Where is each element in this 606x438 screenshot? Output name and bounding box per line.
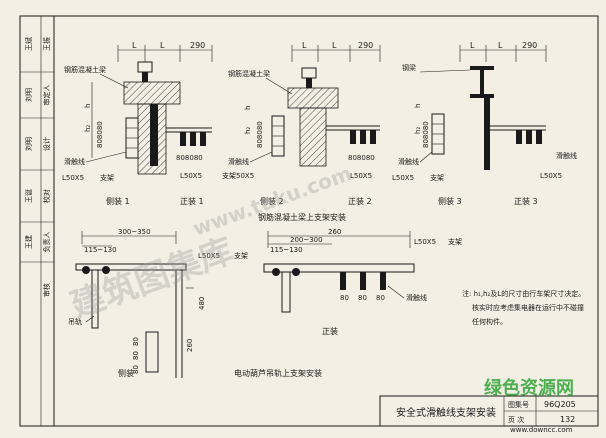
- dim-808080-3: 808080: [422, 121, 430, 148]
- watermark-site-url: www.downcc.com: [510, 426, 573, 434]
- dim-h-2: h: [244, 106, 252, 110]
- note-line-3: 任何构件。: [472, 317, 507, 326]
- label-angle-3b: L50X5: [540, 172, 562, 180]
- label-bracket-3: 支架: [430, 173, 444, 182]
- dim-80-left-a: 80: [132, 337, 140, 346]
- label-bracket-mid: 支架: [448, 237, 462, 246]
- label-angle-2: L50X5: [350, 172, 372, 180]
- label-wire-mid: 滑触线: [406, 293, 427, 302]
- atlas-number: 96Q205: [544, 400, 576, 409]
- figure-side-1: L L 290 h h₂ 808080 钢筋混凝土梁 滑触线 L50X5 支架 …: [62, 41, 213, 206]
- note-line-2: 核实时应考虑集电器在运行中不碰撞: [472, 303, 584, 312]
- figure-side-3: L L 290 h h₂ 808080 钢梁 滑触线 L50X5 支架 滑触线 …: [392, 41, 577, 206]
- label-wire-3: 滑触线: [398, 157, 419, 166]
- sidebar-sig-2: 刘明: [24, 88, 33, 102]
- sidebar-sig-1: 王斌: [24, 37, 33, 51]
- sidebar-role-5: 负责人: [42, 232, 51, 253]
- label-angle-3: L50X5: [392, 174, 414, 182]
- label-bracket-left: 支架: [234, 251, 248, 260]
- label-rail-left: 吊轨: [68, 317, 82, 326]
- label-angle-left: L50X5: [198, 252, 220, 260]
- dim-200-300: 200~300: [290, 236, 323, 244]
- dim-290-2: 290: [358, 41, 373, 50]
- figure-hoist-side: 300~350 115~130 L50X5 支架 吊轨 480 80 80 80…: [68, 228, 322, 378]
- caption-side-3: 侧装 3: [438, 196, 462, 206]
- dim-808080-2: 808080: [256, 121, 264, 148]
- page-number: 132: [560, 415, 575, 424]
- label-bracket-1: 支架: [100, 173, 114, 182]
- notes: 注: h₁,h₂及L的尺寸由行车架尺寸决定。 核实时应考虑集电器在运行中不碰撞 …: [462, 289, 585, 326]
- dim-L-3b: L: [498, 41, 503, 50]
- sidebar-role-1: 王振: [42, 37, 51, 51]
- label-wire-3b: 滑触线: [556, 151, 577, 160]
- dim-80-left-c: 80: [132, 365, 140, 374]
- label-angle-1: L50X5: [62, 174, 84, 182]
- label-angle-1b: L50X5: [180, 172, 202, 180]
- subtitle-concrete-beam: 钢筋混凝土梁上支架安装: [258, 212, 346, 222]
- label-bracket-angle-2: 支架50X5: [222, 171, 254, 180]
- dim-480: 480: [198, 297, 206, 310]
- title-block: 安全式滑触线支架安装 图集号 96Q205 页 次 132: [379, 395, 599, 427]
- dim-290-1: 290: [190, 41, 205, 50]
- caption-side-1: 侧装 1: [106, 196, 130, 206]
- figure-hoist-front: 260 200~300 115~130 L50X5 支架 滑触线 80 80 8…: [263, 228, 462, 336]
- caption-front-2: 正装 2: [348, 196, 372, 206]
- signature-sidebar: 王斌 王振 刘明 审定人 刘明 设计 王诞 校对 王建 负责人 审核: [19, 15, 55, 427]
- dim-h2-1: h₂: [84, 125, 92, 132]
- dim-80-mid-c: 80: [376, 294, 385, 302]
- label-beam-3: 钢梁: [402, 63, 416, 72]
- dim-80-left-b: 80: [132, 351, 140, 360]
- sidebar-role-4: 校对: [42, 189, 51, 203]
- dim-115-130-left: 115~130: [84, 246, 117, 254]
- sidebar-role-2: 审定人: [42, 85, 51, 106]
- label-8080-2: 808080: [348, 154, 375, 162]
- atlas-label: 图集号: [508, 400, 529, 409]
- dim-L-2b: L: [332, 41, 337, 50]
- dim-L-1b: L: [160, 41, 165, 50]
- dim-h2-2: h₂: [244, 127, 252, 134]
- label-angle-mid: L50X5: [414, 238, 436, 246]
- sidebar-role-6: 审核: [42, 283, 51, 297]
- caption-hoist-side: 侧装: [118, 368, 134, 378]
- caption-front-1: 正装 1: [180, 196, 204, 206]
- dim-L-2a: L: [302, 41, 307, 50]
- page-label: 页 次: [508, 415, 524, 424]
- dim-80-mid-b: 80: [358, 294, 367, 302]
- figure-side-2: L L 290 h h₂ 808080 钢筋混凝土梁 滑触线 支架50X5 80…: [222, 41, 381, 206]
- dim-808080-1: 808080: [96, 121, 104, 148]
- label-beam-2: 钢筋混凝土梁: [228, 69, 270, 78]
- dim-80-mid-a: 80: [340, 294, 349, 302]
- dim-L-1a: L: [132, 41, 137, 50]
- sidebar-sig-5: 王建: [24, 235, 33, 249]
- dim-h2-3: h₂: [414, 127, 422, 134]
- caption-side-2: 侧装 2: [260, 196, 284, 206]
- caption-front-3: 正装 3: [514, 196, 538, 206]
- drawing-title: 安全式滑触线支架安装: [396, 406, 496, 419]
- label-beam-1: 钢筋混凝土梁: [64, 65, 106, 74]
- dim-L-3a: L: [470, 41, 475, 50]
- sidebar-sig-4: 王诞: [24, 189, 33, 203]
- caption-hoist-front: 正装: [322, 326, 338, 336]
- dim-260-left: 260: [186, 339, 194, 352]
- note-line-1: 注: h₁,h₂及L的尺寸由行车架尺寸决定。: [462, 289, 585, 298]
- label-wire-1: 滑触线: [64, 157, 85, 166]
- dim-260-mid: 260: [328, 228, 341, 236]
- label-wire-2: 滑触线: [228, 157, 249, 166]
- dim-h-3: h: [414, 104, 422, 108]
- dim-300-350: 300~350: [118, 228, 151, 236]
- sidebar-role-3: 设计: [42, 137, 51, 151]
- caption-hoist-rail: 电动葫芦吊轨上支架安装: [234, 368, 322, 378]
- dim-h-1: h: [84, 104, 92, 108]
- label-8080-1: 808080: [176, 154, 203, 162]
- watermark-site: 绿色资源网: [484, 377, 574, 399]
- dim-290-3: 290: [522, 41, 537, 50]
- dim-115-130-mid: 115~130: [270, 246, 303, 254]
- sidebar-sig-3: 刘明: [24, 137, 33, 151]
